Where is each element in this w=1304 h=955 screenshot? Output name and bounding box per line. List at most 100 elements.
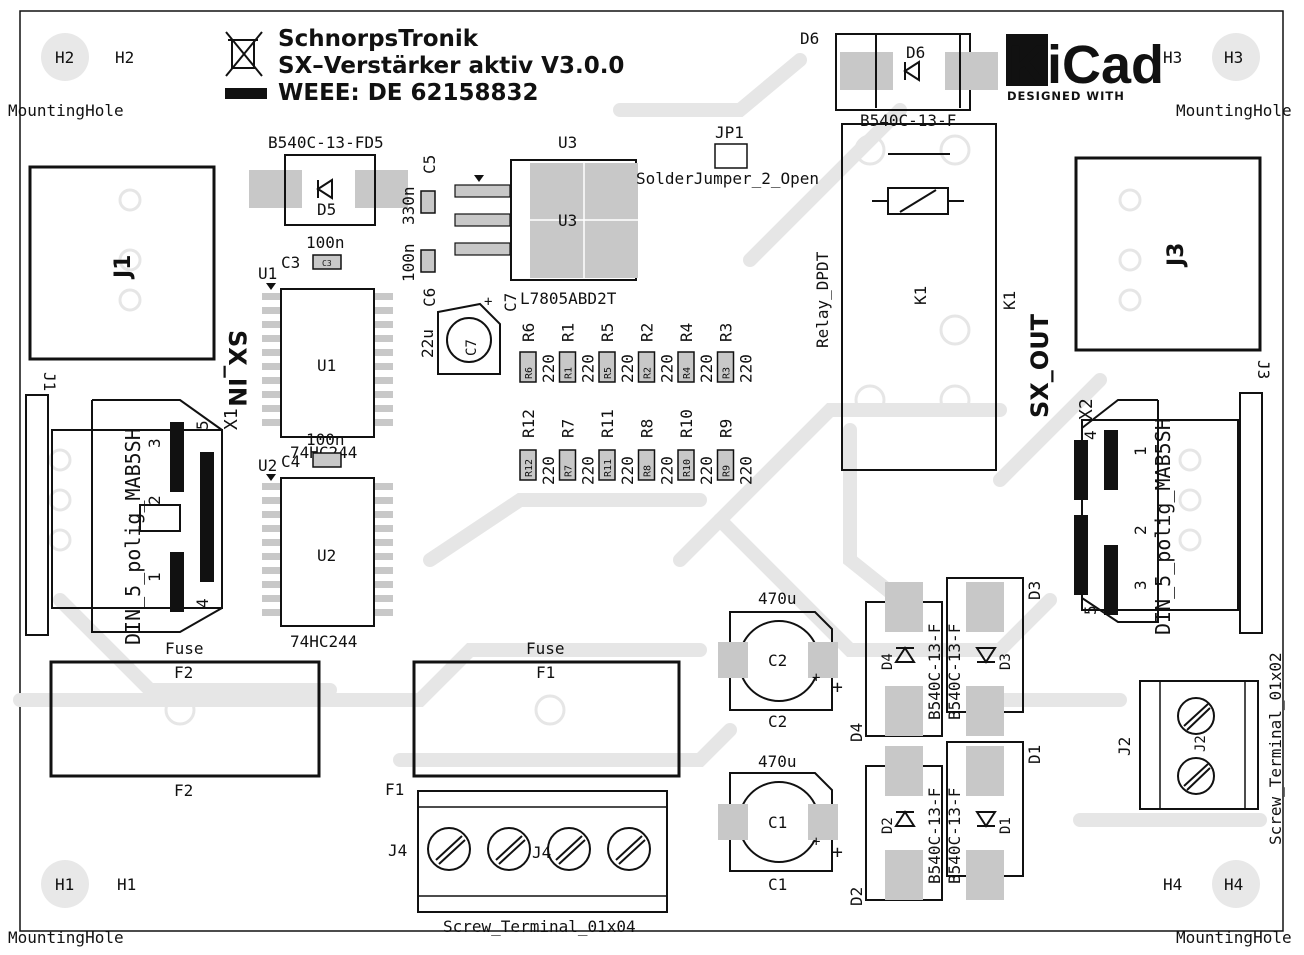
d3-ref: D3	[1025, 581, 1044, 600]
svg-text:+: +	[812, 834, 820, 850]
resistor-body-label: R6	[524, 367, 535, 379]
x2-pin-5: 5	[1081, 605, 1100, 615]
mounting-hole-h4: H4 H4 MountingHole	[1163, 860, 1292, 947]
d6-ref: D6	[800, 29, 819, 48]
svg-text:C1: C1	[768, 813, 787, 832]
f2-value: Fuse	[165, 639, 204, 658]
diode-d3: D3 D3 B540C-13-F	[945, 577, 1044, 736]
resistor-ref: R8	[638, 419, 657, 438]
resistor-body-label: R9	[722, 465, 733, 477]
resistor-ref: R3	[717, 323, 736, 342]
din-connector-x2: DIN_5_polig_MAB5SH X2 4 1 2 3 5	[1074, 392, 1263, 635]
diode-d5: B540C-13-FD5 D5	[249, 133, 408, 226]
svg-text:C2: C2	[768, 651, 787, 670]
relay-k1: K1 K1 Relay_DPDT	[813, 123, 1019, 471]
screw-terminal-j4: J4 J4 Screw_Terminal_01x04	[388, 790, 668, 936]
svg-text:J3: J3	[1254, 360, 1273, 379]
c7-ref: C7	[501, 293, 520, 312]
h1-value: MountingHole	[8, 928, 124, 947]
d4-ref: D4	[847, 723, 866, 742]
c4-value: 100n	[306, 430, 345, 449]
resistor-body-label: R7	[564, 465, 575, 477]
svg-text:C7: C7	[464, 339, 480, 356]
svg-text:J1: J1	[40, 372, 59, 391]
svg-text:D5: D5	[317, 200, 336, 219]
j4-ref: J4	[388, 841, 407, 860]
resistor-value: 220	[539, 456, 558, 485]
c3-value: 100n	[306, 233, 345, 252]
regulator-u3: U3 U3 L7805ABD2T	[454, 133, 638, 308]
fuse-f1: Fuse F1 F1	[385, 639, 681, 799]
copper-pads-shadow	[48, 134, 1202, 726]
f2-ref-bottom: F2	[174, 781, 193, 800]
svg-text:D6: D6	[906, 43, 925, 62]
j1-net: SX_IN	[223, 330, 251, 407]
c5-value: 330n	[399, 186, 418, 225]
svg-text:D2: D2	[880, 817, 896, 834]
u2-ref: U2	[258, 456, 277, 475]
c4-ref: C4	[281, 452, 300, 471]
f1-ref-top: F1	[536, 663, 555, 682]
jumper-jp1: JP1 SolderJumper_2_Open	[636, 123, 819, 188]
h1-ref: H1	[117, 875, 136, 894]
j2-ref: J2	[1115, 737, 1134, 756]
mounting-hole-h2: H2 H2 MountingHole	[8, 33, 134, 120]
resistor-value: 220	[737, 456, 756, 485]
kicad-logo-text: KiCad	[1008, 35, 1164, 95]
resistor-value: 220	[618, 456, 637, 485]
jp1-ref: JP1	[715, 123, 744, 142]
resistor-ref: R5	[598, 323, 617, 342]
copper-traces	[13, 53, 1267, 827]
x2-pin-2: 2	[1131, 525, 1150, 535]
x2-ref: X2	[1076, 398, 1097, 420]
c5-ref: C5	[420, 155, 439, 174]
j1-ref: J1	[111, 255, 136, 281]
weee-bin-icon	[225, 31, 267, 99]
resistor-body-label: R11	[603, 459, 614, 477]
u1-ref-center: U1	[317, 356, 336, 375]
h2-ref: H2	[115, 48, 134, 67]
resistor-body-label: R5	[603, 367, 614, 379]
u3-ref: U3	[558, 133, 577, 152]
resistor-value: 220	[579, 354, 598, 383]
svg-text:H2: H2	[55, 48, 74, 67]
resistor-value: 220	[697, 354, 716, 383]
svg-text:D3: D3	[998, 653, 1014, 670]
cap-c3: C3 C3 100n	[281, 233, 345, 272]
x1-ref: X1	[221, 408, 242, 430]
svg-text:+: +	[832, 677, 843, 698]
resistor-ref: R2	[638, 323, 657, 342]
resistor-ref: R7	[559, 419, 578, 438]
diode-d2: D2 D2 B540C-13-F	[847, 746, 944, 906]
x2-pin-3: 3	[1131, 580, 1150, 590]
resistor-ref: R12	[519, 409, 538, 438]
ic-u2: U2 U2 74HC244	[258, 456, 393, 651]
x2-value: DIN_5_polig_MAB5SH	[1151, 418, 1175, 635]
f2-ref-top: F2	[174, 663, 193, 682]
diode-d6: D6 D6 B540C-13-F	[800, 29, 998, 130]
resistor-ref: R11	[598, 409, 617, 438]
c2-value: 470u	[758, 589, 797, 608]
k1-ref: K1	[911, 286, 930, 305]
h3-value: MountingHole	[1176, 101, 1292, 120]
u1-ref: U1	[258, 264, 277, 283]
resistor-value: 220	[697, 456, 716, 485]
d6-value: B540C-13-F	[860, 111, 956, 130]
cap-c1: C1 + + 470u C1	[718, 752, 843, 894]
jp1-value: SolderJumper_2_Open	[636, 169, 819, 188]
svg-text:D1: D1	[998, 817, 1014, 834]
ic-u1: U1 U1 74HC244	[258, 264, 393, 462]
svg-text:J4: J4	[532, 843, 551, 862]
d4-value: B540C-13-F	[925, 624, 944, 720]
u2-ref-center: U2	[317, 546, 336, 565]
h4-ref: H4	[1163, 875, 1182, 894]
resistor-ref: R9	[717, 419, 736, 438]
j3-net: SX_OUT	[1026, 313, 1054, 418]
resistor-value: 220	[539, 354, 558, 383]
connector-j3: J3 SX_OUT J3	[1026, 156, 1273, 418]
